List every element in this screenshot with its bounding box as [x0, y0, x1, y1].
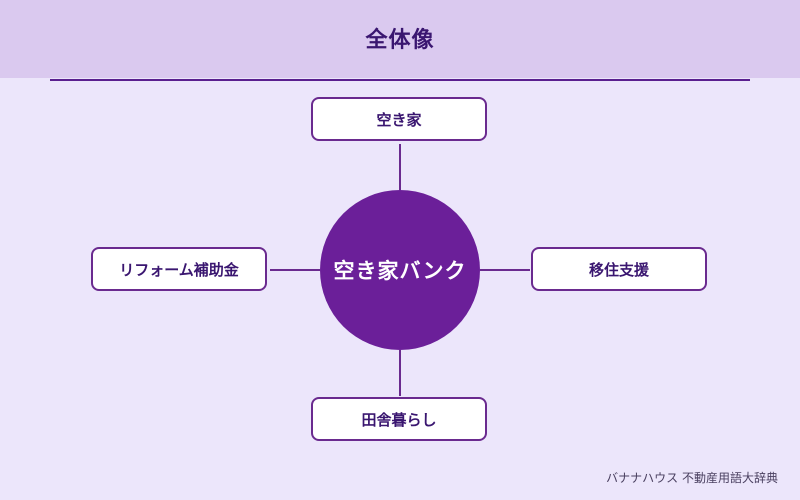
node-left-label: リフォーム補助金: [119, 260, 239, 279]
node-right-label: 移住支援: [588, 260, 649, 279]
node-top: 空き家: [311, 97, 487, 141]
node-right: 移住支援: [531, 247, 707, 291]
node-top-label: 空き家: [376, 110, 422, 129]
header-band: [0, 0, 800, 78]
divider: [50, 79, 750, 81]
node-bottom: 田舎暮らし: [311, 397, 487, 441]
page-title: 全体像: [365, 28, 435, 53]
node-left: リフォーム補助金: [91, 247, 267, 291]
node-bottom-label: 田舎暮らし: [361, 410, 437, 429]
center-node-label: 空き家バンク: [333, 259, 467, 283]
footer-credit: バナナハウス 不動産用語大辞典: [606, 471, 778, 485]
center-node: 空き家バンク: [320, 190, 480, 350]
